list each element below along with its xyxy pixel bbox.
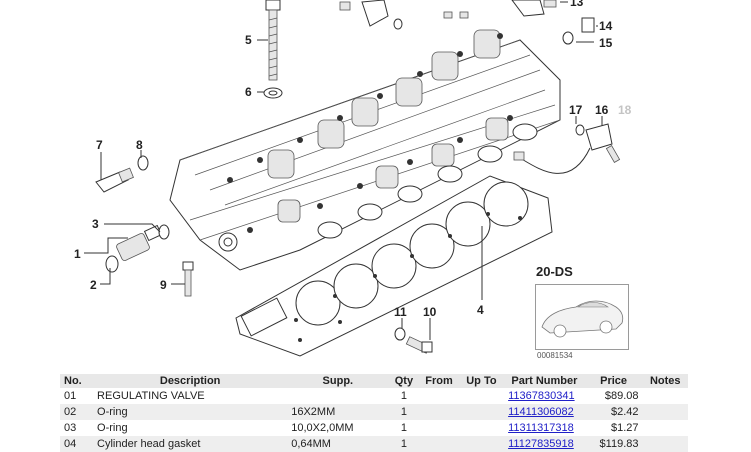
callout-11: 11 [394,305,407,319]
table-header-row: No. Description Supp. Qty From Up To Par… [60,374,688,388]
callout-6: 6 [245,85,252,99]
callout-1: 1 [74,247,81,261]
cell-up-to [459,420,504,436]
header-part-number: Part Number [504,374,585,388]
cylinder-head-illustration [169,29,561,271]
head-bolt-illustration [265,0,281,81]
screw-18-illustration [605,145,621,163]
callout-9: 9 [160,278,167,292]
cell-qty: 1 [388,436,420,452]
regulating-valve-illustration [116,224,163,261]
cell-part-number: 11367830341 [504,388,585,404]
model-code-label: 20-DS [536,264,573,279]
callout-13: 13 [570,0,584,9]
bolt-10-illustration [405,336,433,354]
vehicle-thumbnail [535,284,629,350]
table-row: 01 REGULATING VALVE 1 11367830341 $89.08 [60,388,688,404]
callout-16: 16 [595,103,609,117]
sensor-bracket-illustration [511,0,557,17]
cell-description: Cylinder head gasket [93,436,288,452]
part-number-link[interactable]: 11411306082 [508,406,574,418]
cell-part-number: 11127835918 [504,436,585,452]
o-ring-17-illustration [575,124,585,136]
cell-from [419,436,459,452]
cell-price: $2.42 [584,404,643,420]
callout-18: 18 [618,103,632,117]
cell-up-to [458,436,505,452]
cell-qty: 1 [400,422,407,434]
header-supp: Supp. [287,374,389,388]
cell-price: $1.27 [610,422,639,434]
cylinder-head-gasket-illustration [235,175,553,357]
cell-no: 01 [64,390,77,402]
cell-notes [643,388,689,404]
diagram-code: 00081534 [537,351,573,360]
cell-from [419,420,458,436]
header-no: No. [60,374,94,388]
part-number-link[interactable]: 11127835918 [508,438,574,450]
plug-14-illustration [581,17,595,33]
callout-5: 5 [245,33,252,47]
callout-10: 10 [423,305,437,319]
callout-14: 14 [599,19,613,33]
top-sensor-illustration [339,0,469,30]
cell-up-to [458,404,505,420]
callout-3: 3 [92,217,99,231]
cell-description: REGULATING VALVE [97,390,205,402]
part-number-link[interactable]: 11311317318 [508,422,574,434]
cell-qty: 1 [388,404,420,420]
table-row: 02 O-ring 16X2MM 1 11411306082 $2.42 [60,404,688,420]
cell-description: O-ring [93,404,288,420]
cell-from [419,388,458,404]
cell-supp [287,388,388,404]
plug-screw-illustration [95,167,134,193]
cell-no: 02 [60,404,94,420]
cell-up-to [459,388,504,404]
callout-8: 8 [136,138,143,152]
header-price: Price [584,374,643,388]
header-notes: Notes [642,374,688,388]
washer-illustration [263,87,283,99]
callout-17: 17 [569,103,583,117]
cell-price: $89.08 [604,390,639,402]
parts-table: No. Description Supp. Qty From Up To Par… [60,374,688,452]
cell-notes [642,436,688,452]
callout-4: 4 [477,303,484,317]
callout-2: 2 [90,278,97,292]
table-row: 03 O-ring 10,0X2,0MM 1 11311317318 $1.27 [60,420,688,436]
seal-15-illustration [562,31,574,45]
camshaft-sensor-illustration [513,123,613,174]
cell-no: 04 [60,436,94,452]
callout-7: 7 [96,138,103,152]
cell-notes [643,420,689,436]
cell-description: O-ring [97,422,128,434]
header-up-to: Up To [458,374,505,388]
header-qty: Qty [388,374,420,388]
cell-supp: 0,64MM [287,436,389,452]
washer-11-illustration [394,327,406,341]
exploded-parts-diagram: 1 3 2 7 8 9 5 6 13 14 15 17 16 18 4 11 1… [74,0,632,357]
cell-no: 03 [64,422,77,434]
cell-qty: 1 [400,390,407,402]
o-ring-large-illustration [158,224,170,240]
screw-illustration [182,261,194,297]
cell-supp: 10,0X2,0MM [291,422,354,434]
seal-ring-illustration [137,155,149,171]
header-from: From [419,374,459,388]
cell-part-number: 11411306082 [504,404,585,420]
cell-from [419,404,459,420]
callout-15: 15 [599,36,613,50]
cell-price: $119.83 [584,436,643,452]
cell-part-number: 11311317318 [504,420,585,436]
header-description: Description [93,374,288,388]
cell-supp: 16X2MM [287,404,389,420]
part-number-link[interactable]: 11367830341 [508,390,575,402]
table-row: 04 Cylinder head gasket 0,64MM 1 1112783… [60,436,688,452]
car-icon [541,300,624,338]
cell-notes [642,404,688,420]
o-ring-small-illustration [105,255,119,273]
